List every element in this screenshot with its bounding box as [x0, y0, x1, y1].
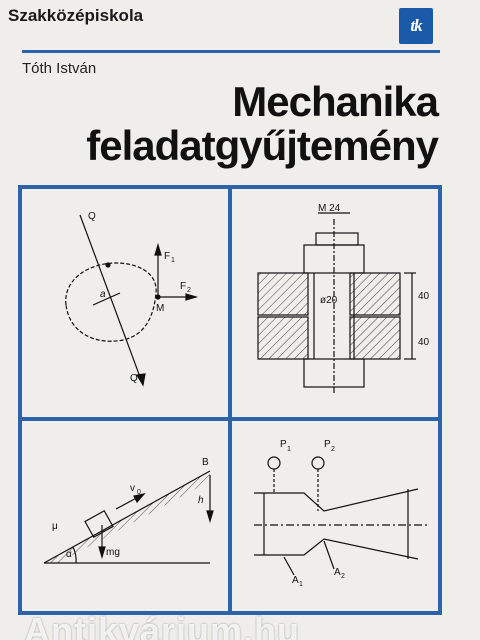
fig1-f1-sub: 1 — [171, 257, 175, 264]
fig1-f2: F — [180, 281, 186, 292]
publisher-logo: tk — [399, 8, 433, 44]
fig2-dim-bottom: 40 — [418, 337, 430, 348]
figure-rigid-body — [65, 214, 199, 387]
figure-bolt-joint — [257, 212, 416, 395]
fig4-p2: P — [324, 439, 331, 450]
fig1-m: M — [156, 303, 164, 314]
fig4-a2: A — [334, 567, 341, 578]
fig4-p2-sub: 2 — [331, 446, 335, 453]
fig3-h: h — [198, 495, 204, 506]
grid-frame — [18, 185, 442, 615]
fig4-a2-sub: 2 — [341, 573, 345, 580]
fig4-p1-sub: 1 — [287, 446, 291, 453]
author-name: Tóth István — [22, 60, 97, 77]
fig3-alpha: α — [66, 549, 72, 560]
series-name: Szakközépiskola — [8, 6, 144, 25]
fig1-q-top: Q — [88, 211, 96, 222]
fig2-diameter: ø20 — [320, 295, 338, 306]
fig4-a1: A — [292, 575, 299, 586]
fig4-p1: P — [280, 439, 287, 450]
fig2-thread: M 24 — [318, 203, 341, 214]
figure-venturi-pipe — [254, 456, 428, 576]
fig2-dim-top: 40 — [418, 291, 430, 302]
fig3-mu: μ — [52, 521, 58, 532]
fig3-v-sub: 0 — [137, 489, 141, 496]
fig3-v: v — [130, 483, 135, 494]
fig3-b: B — [202, 457, 209, 468]
title-line-1: Mechanika — [232, 78, 439, 125]
title-line-2: feladatgyűjtemény — [86, 122, 439, 169]
fig1-q-bottom: Q — [130, 373, 138, 384]
watermark-text: Antikvárium.hu — [24, 610, 301, 640]
figure-grid-svg: Q Q a F 1 F 2 M — [18, 185, 442, 615]
fig1-f2-sub: 2 — [187, 287, 191, 294]
figure-inclined-plane — [43, 470, 214, 564]
fig1-a: a — [100, 289, 106, 300]
figure-grid: Q Q a F 1 F 2 M — [18, 185, 442, 615]
fig4-a1-sub: 1 — [299, 581, 303, 588]
header-rule — [22, 50, 440, 53]
fig3-mg: mg — [106, 547, 120, 558]
fig1-f1: F — [164, 251, 170, 262]
